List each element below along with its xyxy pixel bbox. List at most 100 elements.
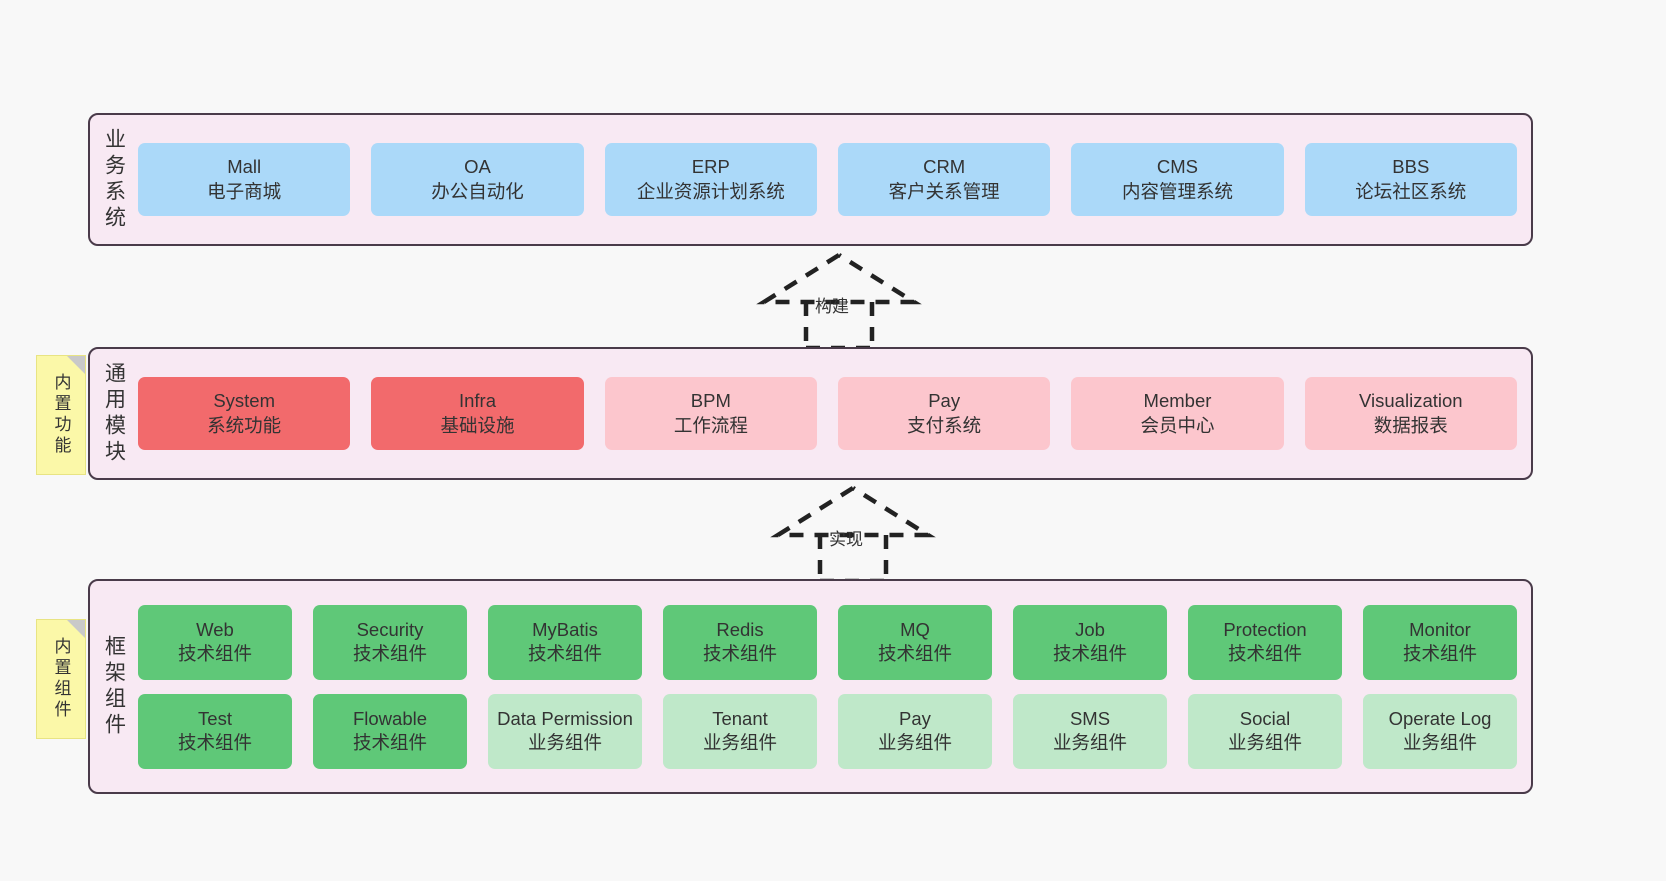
card-title: Infra [458,390,496,412]
card-test[interactable]: Test 技术组件 [138,693,292,769]
connector-implement-label: 实现 [829,530,863,549]
card-system[interactable]: System 系统功能 [138,377,351,450]
card-subtitle: 技术组件 [1052,643,1127,664]
card-pay-component[interactable]: Pay 业务组件 [838,693,992,769]
card-subtitle: 技术组件 [527,643,602,664]
card-title: CRM [923,156,966,178]
card-subtitle: 工作流程 [673,414,748,436]
card-title: Monitor [1409,618,1471,640]
note-label: 内置功能 [51,373,71,457]
card-subtitle: 支付系统 [907,414,982,436]
card-subtitle: 技术组件 [1227,643,1302,664]
card-title: Protection [1223,618,1307,640]
card-oa[interactable]: OA 办公自动化 [371,143,584,216]
card-subtitle: 基础设施 [440,414,515,436]
card-subtitle: 客户关系管理 [888,180,1000,202]
card-title: Social [1239,707,1291,729]
card-crm[interactable]: CRM 客户关系管理 [837,143,1051,216]
card-title: BPM [690,390,731,412]
connector-build-label: 构建 [815,297,849,316]
card-subtitle: 业务组件 [877,732,952,753]
card-title: Redis [716,618,764,640]
card-title: Member [1143,390,1212,412]
card-subtitle: 系统功能 [207,414,282,436]
layer-title-common-modules: 通用模块 [102,361,126,466]
card-subtitle: 业务组件 [527,732,602,753]
card-title: Flowable [352,707,428,729]
layer-common-modules: 通用模块 System 系统功能 Infra 基础设施 BPM 工作流程 Pay… [88,347,1533,480]
card-title: Web [196,618,234,640]
card-subtitle: 业务组件 [1227,732,1302,753]
card-subtitle: 数据报表 [1373,414,1448,436]
card-row: System 系统功能 Infra 基础设施 BPM 工作流程 Pay 支付系统… [138,377,1517,450]
card-mall[interactable]: Mall 电子商城 [138,143,351,216]
card-row: Test 技术组件 Flowable 技术组件 Data Permission … [138,693,1517,769]
card-title: Visualization [1359,390,1463,412]
card-subtitle: 办公自动化 [431,180,524,202]
card-mybatis[interactable]: MyBatis 技术组件 [488,604,642,680]
card-pay-module[interactable]: Pay 支付系统 [837,377,1051,450]
card-subtitle: 业务组件 [702,732,777,753]
card-infra[interactable]: Infra 基础设施 [371,377,584,450]
card-title: Operate Log [1388,707,1492,729]
card-subtitle: 内容管理系统 [1121,180,1233,202]
layer-framework-components: 框架组件 Web 技术组件 Security 技术组件 MyBatis 技术组件… [88,579,1533,794]
layer-body-common-modules: System 系统功能 Infra 基础设施 BPM 工作流程 Pay 支付系统… [138,349,1531,478]
card-subtitle: 技术组件 [702,643,777,664]
card-subtitle: 技术组件 [1402,643,1477,664]
card-protection[interactable]: Protection 技术组件 [1188,604,1342,680]
card-title: Pay [928,390,961,412]
layer-title-business-systems: 业务系统 [102,127,126,232]
card-title: MyBatis [532,618,598,640]
card-member[interactable]: Member 会员中心 [1071,377,1284,450]
card-data-permission[interactable]: Data Permission 业务组件 [488,693,642,769]
card-title: Security [356,618,424,640]
note-fold-corner-icon [67,356,85,374]
card-subtitle: 电子商城 [207,180,282,202]
card-subtitle: 业务组件 [1402,732,1477,753]
card-job[interactable]: Job 技术组件 [1013,604,1167,680]
card-title: OA [464,156,491,178]
card-monitor[interactable]: Monitor 技术组件 [1363,604,1517,680]
layer-business-systems: 业务系统 Mall 电子商城 OA 办公自动化 ERP 企业资源计划系统 CRM… [88,113,1533,246]
card-subtitle: 会员中心 [1140,414,1215,436]
card-erp[interactable]: ERP 企业资源计划系统 [604,143,817,216]
card-title: ERP [691,156,730,178]
card-security[interactable]: Security 技术组件 [313,604,467,680]
card-bbs[interactable]: BBS 论坛社区系统 [1304,143,1517,216]
card-subtitle: 技术组件 [177,643,252,664]
card-subtitle: 业务组件 [1052,732,1127,753]
card-title: Job [1075,618,1105,640]
layer-title-framework-components: 框架组件 [102,634,126,739]
note-label: 内置组件 [51,637,71,721]
card-subtitle: 企业资源计划系统 [636,180,785,202]
card-title: CMS [1156,156,1199,178]
layer-body-framework-components: Web 技术组件 Security 技术组件 MyBatis 技术组件 Redi… [138,581,1531,792]
card-bpm[interactable]: BPM 工作流程 [604,377,817,450]
card-cms[interactable]: CMS 内容管理系统 [1071,143,1284,216]
card-title: Mall [227,156,262,178]
card-title: Pay [899,707,931,729]
note-fold-corner-icon [67,620,85,638]
card-tenant[interactable]: Tenant 业务组件 [663,693,817,769]
note-builtin-function: 内置功能 [36,355,86,475]
card-title: MQ [900,618,930,640]
card-row: Mall 电子商城 OA 办公自动化 ERP 企业资源计划系统 CRM 客户关系… [138,143,1517,216]
card-operate-log[interactable]: Operate Log 业务组件 [1363,693,1517,769]
card-title: Tenant [712,707,768,729]
card-subtitle: 技术组件 [177,732,252,753]
card-visualization[interactable]: Visualization 数据报表 [1304,377,1517,450]
card-sms[interactable]: SMS 业务组件 [1013,693,1167,769]
card-web[interactable]: Web 技术组件 [138,604,292,680]
card-subtitle: 技术组件 [352,732,427,753]
card-social[interactable]: Social 业务组件 [1188,693,1342,769]
card-title: SMS [1069,707,1111,729]
card-title: System [213,390,275,412]
layer-body-business-systems: Mall 电子商城 OA 办公自动化 ERP 企业资源计划系统 CRM 客户关系… [138,115,1531,244]
card-flowable[interactable]: Flowable 技术组件 [313,693,467,769]
card-title: Data Permission [497,707,633,729]
card-redis[interactable]: Redis 技术组件 [663,604,817,680]
card-mq[interactable]: MQ 技术组件 [838,604,992,680]
card-subtitle: 技术组件 [352,643,427,664]
